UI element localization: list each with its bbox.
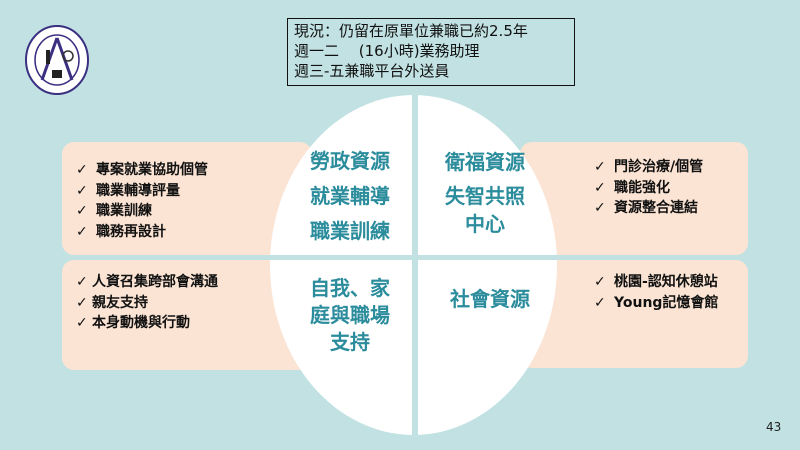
health-list: ✓門診治療/個管 ✓職能強化 ✓資源整合連結 xyxy=(594,157,703,219)
quadrant-title: 失智共照 xyxy=(445,184,525,208)
list-item: ✓資源整合連結 xyxy=(594,198,703,219)
list-item: ✓親友支持 xyxy=(76,293,218,314)
quadrant-health-resources: 衛福資源 失智共照 中心 xyxy=(420,148,550,238)
check-icon: ✓ xyxy=(594,159,606,175)
personal-list: ✓人資召集跨部會溝通 ✓親友支持 ✓本身動機與行動 xyxy=(76,272,218,334)
check-icon: ✓ xyxy=(76,294,88,311)
list-item: ✓人資召集跨部會溝通 xyxy=(76,272,218,293)
quadrant-title: 自我、家 xyxy=(310,276,390,300)
top-left-box xyxy=(62,142,312,255)
list-item: ✓職務再設計 xyxy=(76,222,208,243)
list-item: ✓職業輔導評量 xyxy=(76,181,208,202)
quadrant-personal-support: 自我、家 庭與職場 支持 xyxy=(290,275,410,356)
labor-list: ✓專案就業協助個管 ✓職業輔導評量 ✓職業訓練 ✓職務再設計 xyxy=(76,160,208,242)
check-icon: ✓ xyxy=(594,294,606,311)
status-info-box: 現況：仍留在原單位兼職已約2.5年 週一二 (16小時)業務助理 週三-五兼職平… xyxy=(287,18,575,86)
check-icon: ✓ xyxy=(594,200,606,216)
quadrant-labor-resources: 勞政資源 就業輔導 職業訓練 xyxy=(290,144,410,249)
check-icon: ✓ xyxy=(594,179,606,196)
social-list: ✓桃園-認知休憩站 ✓Young記憶會館 xyxy=(594,272,718,313)
list-item: ✓職能強化 xyxy=(594,178,703,199)
top-right-box xyxy=(520,142,748,255)
list-item: ✓Young記憶會館 xyxy=(594,293,718,314)
divider xyxy=(260,255,570,260)
list-item: ✓職業訓練 xyxy=(76,201,208,222)
check-icon: ✓ xyxy=(76,223,88,240)
quadrant-title: 支持 xyxy=(330,330,370,354)
info-line: 週一二 (16小時)業務助理 xyxy=(294,42,480,60)
check-icon: ✓ xyxy=(76,182,88,199)
check-icon: ✓ xyxy=(76,203,88,219)
divider xyxy=(412,90,418,440)
quadrant-title: 衛福資源 xyxy=(445,150,525,174)
quadrant-title: 庭與職場 xyxy=(310,303,390,327)
quadrant-title: 就業輔導 xyxy=(310,184,390,208)
check-icon: ✓ xyxy=(76,162,88,178)
quadrant-title: 中心 xyxy=(465,212,505,236)
school-logo xyxy=(25,25,89,95)
info-line: 週三-五兼職平台外送員 xyxy=(294,62,450,80)
quadrant-title: 社會資源 xyxy=(450,287,530,311)
bottom-right-box xyxy=(520,260,748,368)
check-icon: ✓ xyxy=(76,274,88,290)
check-icon: ✓ xyxy=(594,274,606,290)
quadrant-title: 勞政資源 xyxy=(310,149,390,173)
list-item: ✓專案就業協助個管 xyxy=(76,160,208,181)
check-icon: ✓ xyxy=(76,315,88,331)
info-line: 現況：仍留在原單位兼職已約2.5年 xyxy=(294,22,528,40)
quadrant-social-resources: 社會資源 xyxy=(425,282,555,317)
quadrant-title: 職業訓練 xyxy=(310,219,390,243)
list-item: ✓門診治療/個管 xyxy=(594,157,703,178)
page-number: 43 xyxy=(766,420,782,434)
list-item: ✓桃園-認知休憩站 xyxy=(594,272,718,293)
list-item: ✓本身動機與行動 xyxy=(76,313,218,334)
